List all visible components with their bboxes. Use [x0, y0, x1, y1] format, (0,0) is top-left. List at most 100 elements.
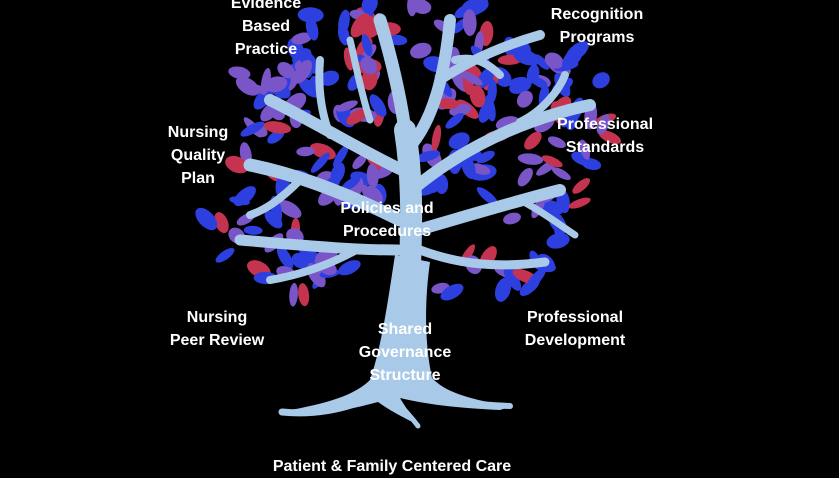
leaf	[503, 212, 521, 225]
leaf	[330, 162, 345, 184]
leaf	[336, 100, 358, 112]
leaf	[592, 72, 610, 89]
leaf	[547, 136, 566, 149]
label-line: Standards	[565, 139, 645, 156]
label-line: Policies and	[340, 200, 434, 217]
leaf	[263, 121, 292, 134]
tree-branch	[315, 56, 334, 139]
leaf	[276, 245, 294, 270]
tree-root	[429, 389, 513, 409]
leaf	[289, 282, 298, 307]
label-line: Shared	[377, 321, 433, 338]
leaf	[581, 157, 602, 171]
tree-root	[392, 397, 421, 429]
leaf	[291, 32, 312, 45]
leaf	[437, 98, 460, 110]
leaf	[333, 144, 349, 168]
tree-trunk-and-branches	[234, 13, 596, 429]
leaf	[350, 13, 370, 38]
label-nursing-quality-plan: Nursing Quality Plan	[160, 121, 236, 190]
leaf	[509, 78, 532, 94]
leaf	[293, 59, 313, 84]
leaf	[517, 167, 533, 187]
leaf	[415, 150, 441, 163]
leaf	[568, 197, 591, 209]
leaf	[305, 17, 319, 41]
leaf	[541, 155, 563, 168]
label-line: Nursing	[167, 124, 229, 141]
leaf	[361, 0, 378, 14]
leaf	[562, 47, 583, 69]
leaf	[410, 42, 432, 59]
leaf	[460, 71, 483, 86]
leaf	[297, 7, 324, 23]
label-recognition-programs: Recognition Programs	[545, 3, 649, 49]
leaf	[534, 54, 550, 70]
leaf	[360, 56, 378, 75]
tree-branch	[516, 196, 579, 239]
label-evidence-based-practice: Evidence Based Practice	[230, 0, 302, 61]
leaf	[341, 176, 361, 191]
leaf	[413, 0, 432, 15]
leaf	[517, 153, 544, 165]
leaf	[579, 139, 590, 160]
leaf	[469, 85, 486, 108]
leaf	[419, 178, 444, 196]
label-professional-development: Professional Development	[516, 306, 634, 352]
leaf	[338, 260, 361, 276]
leaf	[369, 94, 387, 117]
tree-trunk	[280, 255, 512, 426]
label-line: Professional	[526, 309, 624, 326]
label-line: Plan	[181, 170, 215, 187]
tree-branch	[243, 158, 407, 227]
leaf	[277, 200, 302, 219]
leaf	[229, 196, 250, 206]
leaf	[346, 108, 369, 125]
label-line: Recognition	[550, 6, 644, 23]
leaf	[228, 66, 251, 80]
label-line: Professional	[556, 116, 654, 133]
label-line: Governance	[358, 344, 452, 361]
label-line: Procedures	[342, 223, 432, 240]
leaf	[546, 232, 570, 249]
leaf	[214, 212, 229, 234]
tree-branch	[451, 54, 504, 79]
label-line: Based	[241, 18, 291, 35]
leaf	[215, 247, 235, 263]
leaf	[487, 79, 497, 104]
leaf	[296, 146, 315, 157]
leaf	[476, 150, 495, 164]
leaf	[526, 64, 540, 84]
leaf	[494, 277, 512, 302]
tree-root	[278, 391, 376, 417]
leaf	[454, 2, 477, 19]
label-line: Structure	[369, 367, 441, 384]
leaf	[310, 152, 330, 173]
label-line: Programs	[559, 29, 635, 46]
leaf	[524, 131, 542, 150]
leaf	[361, 184, 373, 202]
tree-branch	[435, 30, 545, 85]
leaf	[440, 283, 464, 301]
tree-branch	[516, 71, 569, 126]
leaf	[277, 61, 295, 79]
leaf	[253, 86, 274, 110]
leaf	[516, 90, 533, 108]
leaf	[544, 52, 564, 69]
leaf	[366, 163, 379, 188]
tree-branch	[346, 36, 374, 124]
label-line: Nursing	[186, 309, 248, 326]
tree-branch	[412, 184, 566, 236]
leaf	[195, 207, 218, 231]
leaf	[572, 178, 591, 194]
leaf	[225, 155, 249, 174]
leaf	[243, 225, 263, 235]
leaf	[445, 112, 464, 129]
leaf	[298, 77, 320, 98]
tree-branch	[406, 99, 596, 196]
leaf	[596, 114, 610, 135]
leaf	[319, 70, 340, 86]
tree-branch	[264, 94, 408, 176]
leaf	[431, 124, 442, 152]
